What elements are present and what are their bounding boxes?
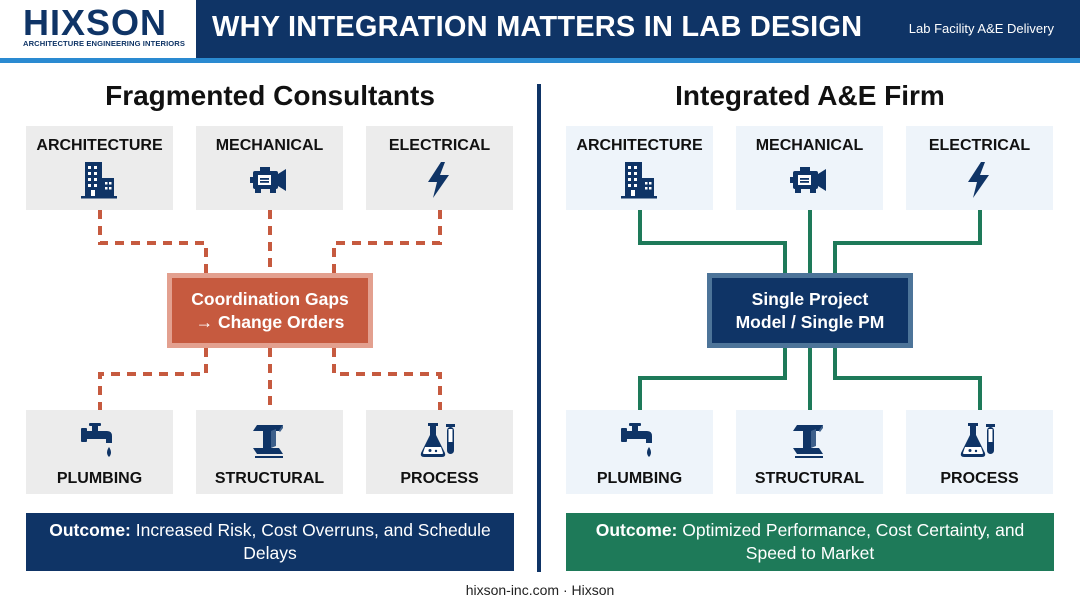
card-mechanical: MECHANICAL <box>736 126 883 210</box>
fragmented-connectors <box>98 210 442 410</box>
coordination-gaps-box: Coordination Gaps → Change Orders <box>167 273 373 348</box>
card-electrical: ELECTRICAL <box>906 126 1053 210</box>
integrated-connectors <box>638 210 982 410</box>
card-process: PROCESS <box>906 410 1053 494</box>
outcome-label: Outcome: <box>49 520 131 540</box>
page-title: WHY INTEGRATION MATTERS IN LAB DESIGN <box>212 11 863 43</box>
section-divider <box>537 84 541 572</box>
motor-icon <box>788 160 830 200</box>
card-label: STRUCTURAL <box>754 470 865 487</box>
faucet-icon <box>78 420 120 460</box>
outcome-text: Increased Risk, Cost Overruns, and Sched… <box>130 520 491 563</box>
card-label: PLUMBING <box>596 470 683 487</box>
center-line-1: Single Project <box>751 288 869 309</box>
center-line-1: Coordination Gaps <box>191 288 349 309</box>
connector-architecture <box>98 210 208 273</box>
card-architecture: ARCHITECTURE <box>26 126 173 210</box>
center-line-2: → Change Orders <box>195 311 345 332</box>
fragmented-title: Fragmented Consultants <box>105 80 435 111</box>
connector-electrical <box>833 210 982 273</box>
faucet-icon <box>618 420 660 460</box>
lab-flask-icon <box>958 420 1000 460</box>
card-plumbing: PLUMBING <box>26 410 173 494</box>
building-icon <box>618 160 660 200</box>
card-label: PROCESS <box>400 470 479 487</box>
card-label: ELECTRICAL <box>388 137 491 154</box>
outcome-text: Optimized Performance, Cost Certainty, a… <box>677 520 1025 563</box>
outcome-label: Outcome: <box>595 520 678 540</box>
card-label: ARCHITECTURE <box>36 137 163 154</box>
connector-plumbing <box>638 348 787 410</box>
outcome-fragmented: Outcome: Increased Risk, Cost Overruns, … <box>26 513 514 571</box>
card-process: PROCESS <box>366 410 513 494</box>
steel-beam-icon <box>248 420 290 460</box>
building-icon <box>78 160 120 200</box>
single-project-model-box: Single Project Model / Single PM <box>707 273 913 348</box>
center-line-2: Model / Single PM <box>735 311 885 332</box>
connector-electrical <box>332 210 442 273</box>
logo-tagline: ARCHITECTURE ENGINEERING INTERIORS <box>23 39 186 48</box>
card-plumbing: PLUMBING <box>566 410 713 494</box>
integrated-title: Integrated A&E Firm <box>675 80 945 111</box>
lab-flask-icon <box>418 420 460 460</box>
card-mechanical: MECHANICAL <box>196 126 343 210</box>
logo[interactable]: HIXSON ARCHITECTURE ENGINEERING INTERIOR… <box>0 0 196 58</box>
header: HIXSON ARCHITECTURE ENGINEERING INTERIOR… <box>0 0 1080 58</box>
outcome-integrated: Outcome: Optimized Performance, Cost Cer… <box>566 513 1054 571</box>
card-label: ARCHITECTURE <box>576 137 703 154</box>
connector-process <box>833 348 982 410</box>
card-label: STRUCTURAL <box>214 470 325 487</box>
card-label: PLUMBING <box>56 470 143 487</box>
card-label: ELECTRICAL <box>928 137 1031 154</box>
lightning-icon <box>418 160 460 200</box>
card-label: MECHANICAL <box>755 137 864 154</box>
footer-link[interactable]: hixson-inc.com · Hixson <box>465 582 615 598</box>
card-label: PROCESS <box>940 470 1019 487</box>
lightning-icon <box>958 160 1000 200</box>
title-bar: WHY INTEGRATION MATTERS IN LAB DESIGN La… <box>196 0 1080 58</box>
card-label: MECHANICAL <box>215 137 324 154</box>
connector-plumbing <box>98 348 208 410</box>
card-structural: STRUCTURAL <box>196 410 343 494</box>
accent-line <box>0 58 1080 63</box>
steel-beam-icon <box>788 420 830 460</box>
card-structural: STRUCTURAL <box>736 410 883 494</box>
card-architecture: ARCHITECTURE <box>566 126 713 210</box>
logo-wordmark: HIXSON <box>23 2 168 43</box>
motor-icon <box>248 160 290 200</box>
card-electrical: ELECTRICAL <box>366 126 513 210</box>
connector-architecture <box>638 210 787 273</box>
connector-process <box>332 348 442 410</box>
header-tag: Lab Facility A&E Delivery <box>908 21 1054 36</box>
